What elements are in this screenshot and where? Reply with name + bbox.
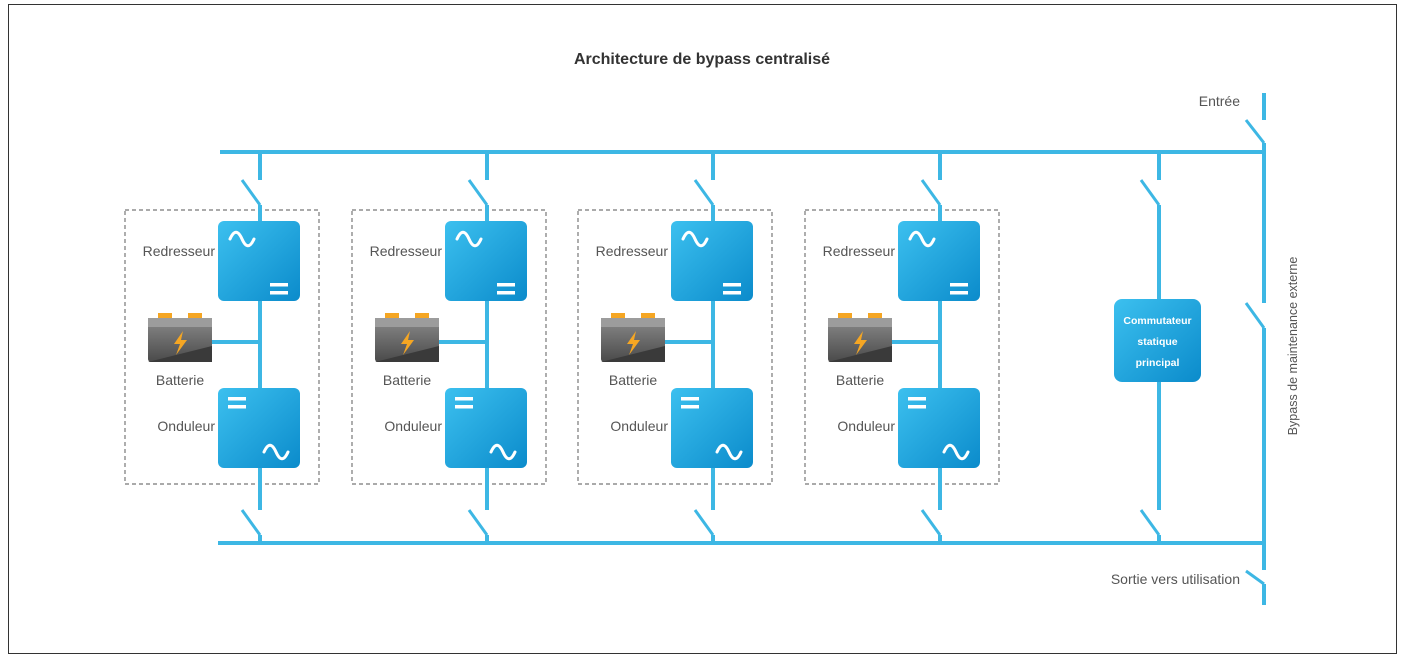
battery-terminal bbox=[415, 313, 429, 318]
battery-label: Batterie bbox=[383, 372, 431, 388]
ups-modules: RedresseurOnduleurBatterieRedresseurOndu… bbox=[124, 152, 1000, 543]
dc-symbol-bar bbox=[681, 397, 699, 401]
battery-top bbox=[601, 318, 665, 327]
static-switch-label-3: principal bbox=[1136, 357, 1180, 369]
dc-to-ac-icon bbox=[715, 443, 743, 461]
diagram-title: Architecture de bypass centralisé bbox=[574, 51, 830, 68]
static-switch-label-1: Commutateur bbox=[1123, 315, 1191, 327]
module-input-switch-icon bbox=[920, 179, 942, 206]
rectifier-label: Redresseur bbox=[823, 243, 896, 259]
dc-symbol-bar bbox=[908, 397, 926, 401]
battery-label: Batterie bbox=[156, 372, 204, 388]
lightning-bolt-icon bbox=[401, 331, 414, 355]
battery-label: Batterie bbox=[609, 372, 657, 388]
ac-to-dc-icon bbox=[228, 230, 256, 248]
battery-terminal bbox=[611, 313, 625, 318]
ac-to-dc-icon bbox=[455, 230, 483, 248]
dc-symbol-bar bbox=[270, 283, 288, 287]
lightning-bolt-icon bbox=[627, 331, 640, 355]
battery-terminal bbox=[188, 313, 202, 318]
dc-to-ac-icon bbox=[942, 443, 970, 461]
battery-icon bbox=[375, 313, 439, 362]
module-output-switch-icon bbox=[240, 509, 262, 536]
battery-terminal bbox=[641, 313, 655, 318]
module-enclosure bbox=[577, 209, 773, 485]
module-enclosure bbox=[804, 209, 1000, 485]
static-branch-top-switch-icon bbox=[1139, 179, 1161, 206]
dc-symbol-bar bbox=[908, 405, 926, 409]
rectifier-box bbox=[445, 221, 527, 301]
battery-shade bbox=[148, 346, 212, 362]
battery-icon bbox=[148, 313, 212, 362]
module-input-switch-icon bbox=[467, 179, 489, 206]
static-branch-bottom-switch-icon bbox=[1139, 509, 1161, 536]
module-output-switch-icon bbox=[920, 509, 942, 536]
battery-top bbox=[375, 318, 439, 327]
battery-top bbox=[148, 318, 212, 327]
dc-symbol-bar bbox=[455, 397, 473, 401]
battery-icon bbox=[601, 313, 665, 362]
dc-symbol-bar bbox=[681, 405, 699, 409]
module-output-switch-icon bbox=[467, 509, 489, 536]
battery-label: Batterie bbox=[836, 372, 884, 388]
module-enclosure bbox=[124, 209, 320, 485]
rectifier-box bbox=[218, 221, 300, 301]
maintenance-bypass-label: Bypass de maintenance externe bbox=[1286, 257, 1300, 436]
dc-to-ac-icon bbox=[262, 443, 290, 461]
output-switch-icon bbox=[1245, 569, 1265, 586]
module-input-switch-icon bbox=[240, 179, 262, 206]
battery-icon bbox=[828, 313, 892, 362]
battery-shade bbox=[601, 346, 665, 362]
dc-symbol-bar bbox=[723, 291, 741, 295]
dc-symbol-bar bbox=[228, 397, 246, 401]
rectifier-label: Redresseur bbox=[143, 243, 216, 259]
battery-top bbox=[828, 318, 892, 327]
input-switch-icon bbox=[1244, 119, 1266, 144]
dc-symbol-bar bbox=[497, 291, 515, 295]
inverter-label: Onduleur bbox=[610, 418, 668, 434]
battery-terminal bbox=[158, 313, 172, 318]
inverter-label: Onduleur bbox=[384, 418, 442, 434]
battery-shade bbox=[828, 346, 892, 362]
static-switch-box bbox=[1114, 299, 1201, 382]
dc-symbol-bar bbox=[950, 291, 968, 295]
module-enclosure bbox=[351, 209, 547, 485]
rectifier-box bbox=[898, 221, 980, 301]
maintenance-bypass-switch-icon bbox=[1244, 302, 1266, 329]
dc-to-ac-icon bbox=[489, 443, 517, 461]
inverter-label: Onduleur bbox=[837, 418, 895, 434]
input-label: Entrée bbox=[1199, 93, 1240, 109]
inverter-label: Onduleur bbox=[157, 418, 215, 434]
dc-symbol-bar bbox=[228, 405, 246, 409]
ac-to-dc-icon bbox=[908, 230, 936, 248]
rectifier-label: Redresseur bbox=[370, 243, 443, 259]
rectifier-box bbox=[671, 221, 753, 301]
dc-symbol-bar bbox=[455, 405, 473, 409]
lightning-bolt-icon bbox=[854, 331, 867, 355]
dc-symbol-bar bbox=[950, 283, 968, 287]
output-label: Sortie vers utilisation bbox=[1111, 571, 1240, 587]
ac-to-dc-icon bbox=[681, 230, 709, 248]
lightning-bolt-icon bbox=[174, 331, 187, 355]
module-input-switch-icon bbox=[693, 179, 715, 206]
static-switch-label-2: statique bbox=[1137, 336, 1177, 348]
dc-symbol-bar bbox=[497, 283, 515, 287]
battery-terminal bbox=[868, 313, 882, 318]
dc-symbol-bar bbox=[270, 291, 288, 295]
module-output-switch-icon bbox=[693, 509, 715, 536]
battery-terminal bbox=[385, 313, 399, 318]
rectifier-label: Redresseur bbox=[596, 243, 669, 259]
battery-shade bbox=[375, 346, 439, 362]
battery-terminal bbox=[838, 313, 852, 318]
dc-symbol-bar bbox=[723, 283, 741, 287]
